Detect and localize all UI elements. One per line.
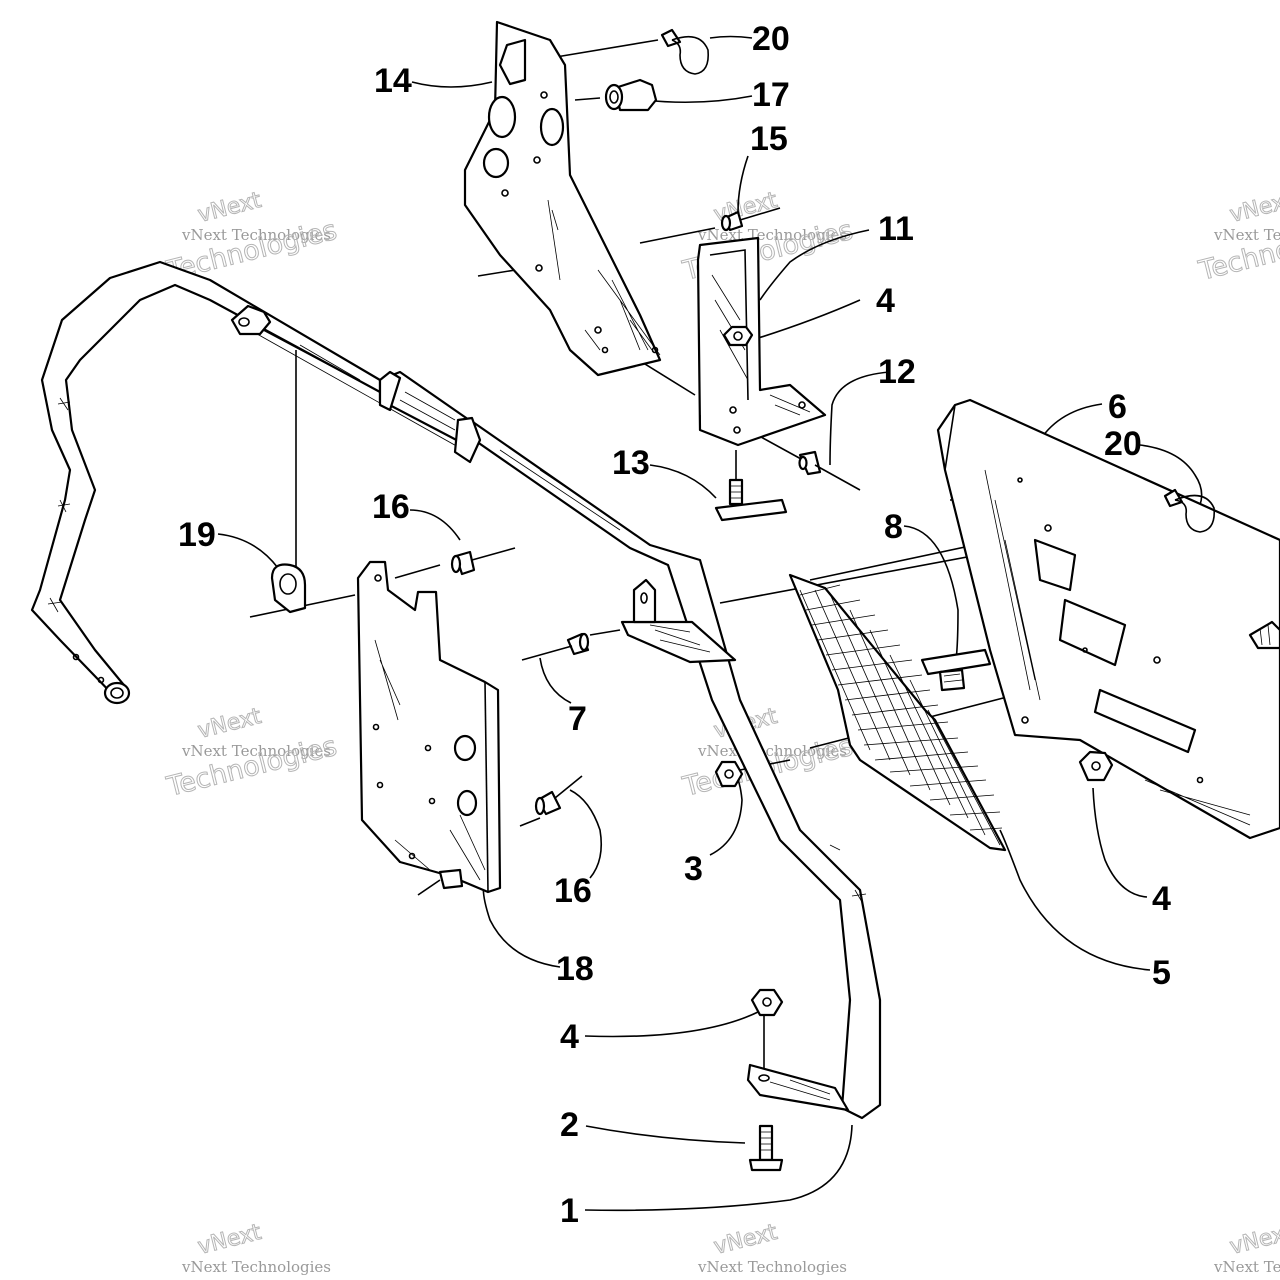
callout-17: 17 xyxy=(752,76,790,114)
part-8-clip-bolt xyxy=(920,648,992,692)
part-15-rivet xyxy=(720,207,781,232)
part-19-clamp xyxy=(270,563,307,614)
callout-3: 3 xyxy=(684,850,703,888)
callout-15: 15 xyxy=(750,120,788,158)
part-4-nut-right xyxy=(1078,750,1114,782)
part-20-cable-tie-right xyxy=(1163,488,1216,533)
part-16-rivet-upper xyxy=(450,547,516,576)
part-20-cable-tie-top xyxy=(660,28,710,75)
callout-4: 4 xyxy=(1152,880,1171,918)
svg-text:vNext Technologies: vNext Technologies xyxy=(697,1258,847,1276)
part-16-rivet-lower xyxy=(534,775,583,816)
svg-text:vNext: vNext xyxy=(1227,1220,1280,1260)
callout-20: 20 xyxy=(1104,425,1142,463)
callout-18: 18 xyxy=(556,950,594,988)
part-2-bolt xyxy=(748,1124,784,1172)
svg-text:vNext Technologies: vNext Technologies xyxy=(1213,1258,1280,1276)
callout-14: 14 xyxy=(374,62,412,100)
tube-tab xyxy=(230,304,272,336)
svg-text:vNext Technologies: vNext Technologies xyxy=(181,742,331,760)
part-1-tube-bar xyxy=(30,260,882,1120)
bracket-tab xyxy=(620,578,737,664)
watermark: vNext vNext Technologies xyxy=(697,1219,847,1276)
part-5-mesh-screen xyxy=(788,573,1007,852)
svg-text:vNext Technologies: vNext Technologies xyxy=(697,226,847,244)
callout-16: 16 xyxy=(372,488,410,526)
watermark: vNext vNext Technologies xyxy=(181,1219,331,1276)
watermark: vNext vNext Technologies Technologies xyxy=(163,703,341,803)
part-4-nut-lower xyxy=(750,988,784,1017)
watermark: vNext vNext Technologies xyxy=(1213,1219,1280,1276)
callout-5: 5 xyxy=(1152,954,1171,992)
callout-11: 11 xyxy=(878,210,914,248)
svg-text:vNext: vNext xyxy=(195,1220,264,1260)
svg-text:vNext: vNext xyxy=(1227,188,1280,228)
tube-sleeve xyxy=(378,370,482,464)
callout-1: 1 xyxy=(560,1192,579,1230)
callout-8: 8 xyxy=(884,508,903,546)
callout-13: 13 xyxy=(612,444,650,482)
callout-20: 20 xyxy=(752,20,790,58)
edge-screw xyxy=(1248,620,1280,650)
callout-19: 19 xyxy=(178,516,216,554)
part-11-l-bracket xyxy=(696,236,827,447)
part-17-bushing xyxy=(604,78,658,112)
svg-text:vNext Technologies: vNext Technologies xyxy=(181,226,331,244)
part-13-clip-bolt xyxy=(714,478,788,522)
part-4-nut-upper xyxy=(722,325,754,347)
callout-16: 16 xyxy=(554,872,592,910)
svg-text:vNext: vNext xyxy=(195,704,264,744)
svg-text:vNext Technologies: vNext Technologies xyxy=(1213,226,1280,244)
part-6-side-plate xyxy=(936,398,1280,840)
part-12-pin xyxy=(798,450,861,491)
callout-2: 2 xyxy=(560,1106,579,1144)
callout-12: 12 xyxy=(878,353,916,391)
part-7-rivet xyxy=(521,632,590,661)
watermark: vNext vNext Technologies Technologies xyxy=(1195,187,1280,287)
callout-4: 4 xyxy=(560,1018,579,1056)
svg-text:vNext Technologies: vNext Technologies xyxy=(181,1258,331,1276)
part-3-nut xyxy=(714,760,744,788)
callout-6: 6 xyxy=(1108,388,1127,426)
callout-7: 7 xyxy=(568,700,587,738)
part-18-lower-plate xyxy=(356,560,502,894)
svg-text:vNext: vNext xyxy=(711,1220,780,1260)
svg-text:vNext: vNext xyxy=(195,188,264,228)
callout-4: 4 xyxy=(876,282,895,320)
callout-labels: 20 14 17 15 11 4 12 6 20 13 16 19 8 7 3 … xyxy=(178,20,1171,1230)
part-14-mount-plate xyxy=(463,20,662,377)
